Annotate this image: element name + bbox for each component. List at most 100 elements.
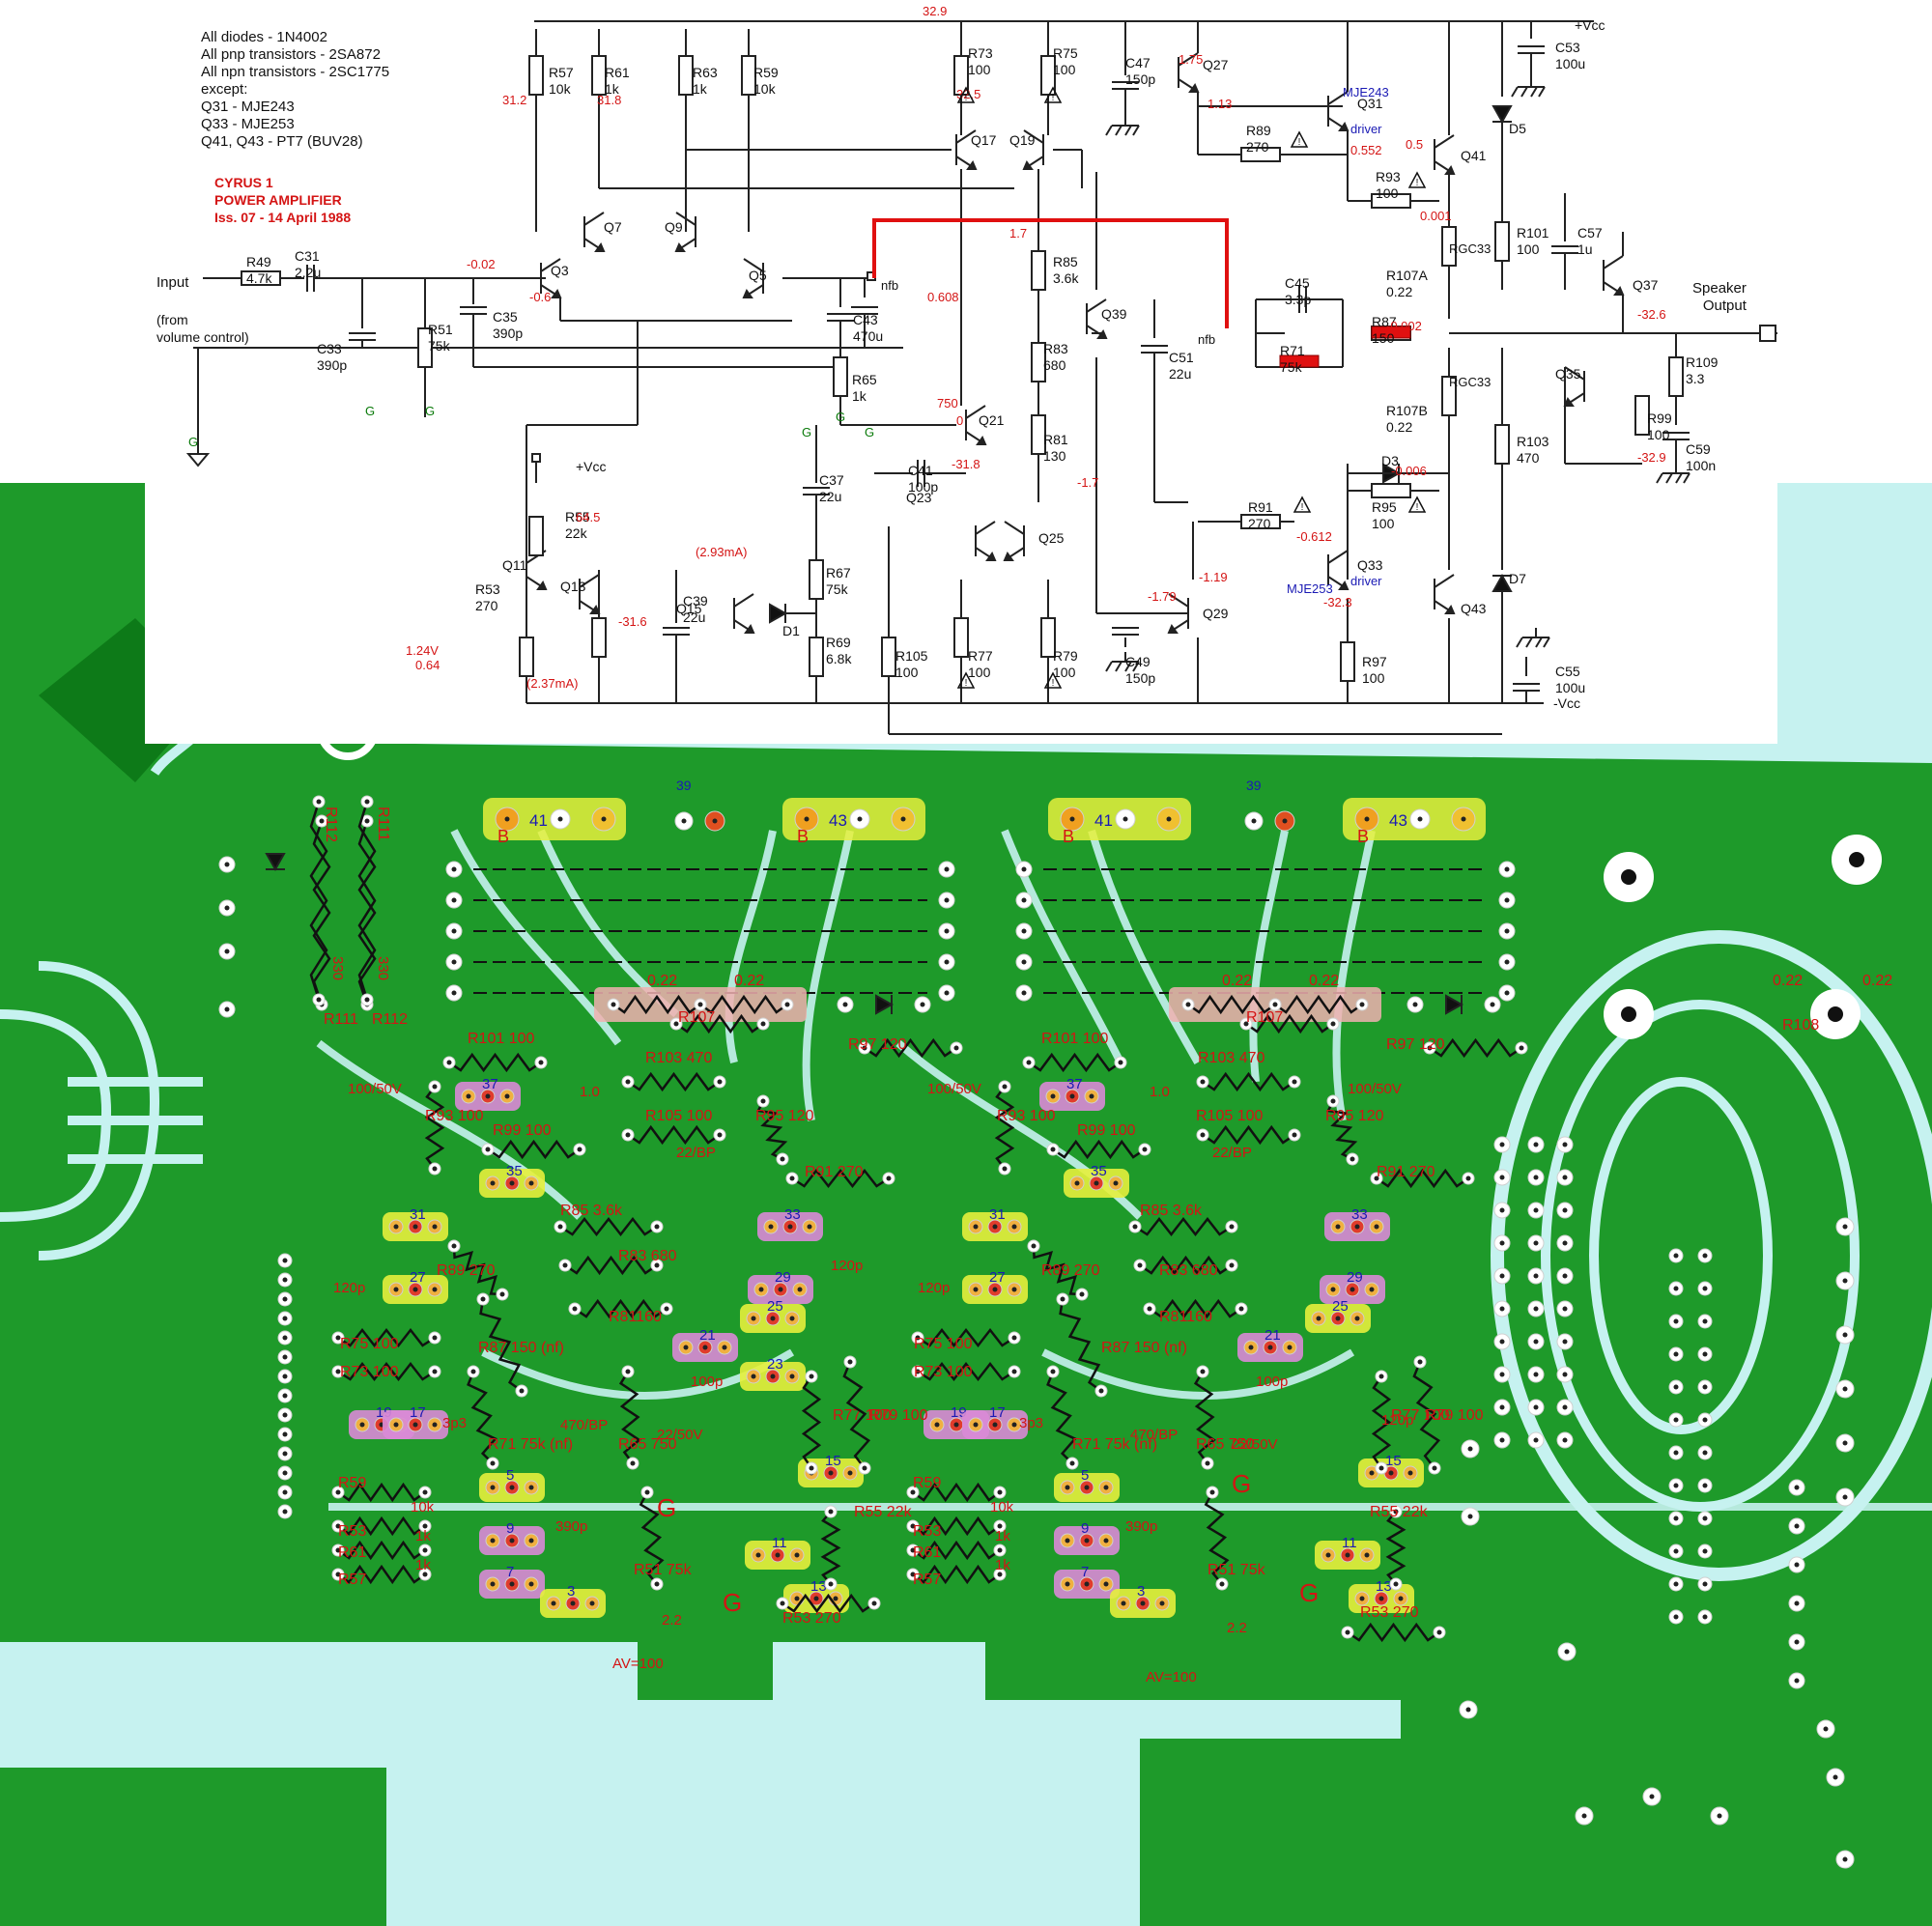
voltage-annotation: -1.7 [1077,475,1098,490]
component-ref: C49 [1125,654,1151,669]
transistor-collector [743,258,764,272]
pcb-resistor-label: R55 22k [854,1504,913,1520]
voltage-annotation: -32.6 [1637,307,1666,322]
pcb-hole [992,1422,998,1428]
pcb-hole [282,1374,288,1379]
voltage-annotation: (2.93mA) [696,545,747,559]
transistor-pad-label: 5 [506,1467,514,1484]
pcb-hole [316,799,322,805]
resistor [833,356,848,397]
pcb-resistor [559,1216,658,1237]
pcb-value-label: 100/50V [1348,1081,1402,1097]
pcb-hole [282,1258,288,1263]
pcb-hole [1499,1207,1505,1213]
pcb-hole [1335,1224,1341,1230]
pcb-hole [509,1538,515,1544]
component-ref: C43 [853,312,878,327]
wire [1105,661,1113,672]
transistor-pad-label: 17 [989,1404,1006,1421]
transistor-pad-label: 3 [1137,1583,1145,1600]
pcb-resistor [467,1371,497,1464]
wire [1124,125,1132,136]
input-note: (from volume control) [156,311,249,346]
pcb-resistor-label: R73 100 [340,1364,399,1380]
pcb-hole [1673,1417,1679,1423]
pcb-resistor-label: R85 3.6k [560,1203,623,1219]
pcb-hole [1272,1002,1278,1007]
pcb-hole [1103,1538,1109,1544]
pcb-hole [1359,1596,1365,1601]
nfb-red-line [872,218,1411,368]
value-330: 330 [375,956,391,980]
pcb-hole [335,1572,341,1577]
note-line: Q31 - MJE243 [201,99,295,115]
pcb-hole [973,1224,979,1230]
component-value: 22k [565,525,588,541]
pcb-hole [1519,1045,1524,1051]
pcb-value-label: 10k [990,1499,1014,1515]
pcb-hole [1021,928,1027,934]
pcb-resistor-label: R97 120 [1386,1036,1445,1053]
pcb-value-label: 22/50V [1232,1436,1278,1453]
pad-number-label: 39 [1246,778,1262,793]
transistor [1327,91,1350,131]
transistor-label: Q21 [979,412,1005,428]
pcb-resistor [357,801,377,1001]
transistor-collector [579,574,600,588]
component-value: 470u [853,328,883,344]
pcb-hole [654,1262,660,1268]
transistor-collector [955,129,977,144]
pcb-hole [1069,816,1075,822]
pcb-hole [1142,1147,1148,1152]
pcb-hole [1229,1262,1235,1268]
input-note-line: (from [156,312,188,327]
component-value: 130 [1043,448,1066,464]
pcb-hole [393,1224,399,1230]
pcb-hole [509,1180,515,1186]
pcb-hole [224,1006,230,1012]
pcb-hole [813,1596,819,1601]
pcb-hole [485,1093,491,1099]
pcb-hole [528,1581,534,1587]
note-line: All pnp transistors - 2SA872 [201,46,381,63]
pcb-hole [1673,1384,1679,1390]
component-value: 100 [1053,62,1076,77]
pcb-hole [1702,1253,1708,1259]
ground-label: G [425,404,435,418]
component-ref: R89 [1246,123,1271,138]
pcb-hole [833,1596,838,1601]
transistor-collector [965,405,986,419]
pcb-hole [1369,1287,1375,1292]
pcb-hole [755,1552,761,1558]
emitter-arrow [594,241,606,252]
pcb-resistor [1376,1168,1469,1189]
pcb-hole [1461,816,1466,822]
pcb-hole [1490,1002,1495,1007]
transistor-label: Q33 [1357,557,1383,573]
pcb-hole [1702,1351,1708,1357]
pcb-resistor-label: R87 150 (nf) [1101,1340,1187,1356]
pcb-hole [466,1093,471,1099]
pcb-resistor [1326,1100,1358,1161]
pcb-hole [1011,1335,1017,1341]
pcb-resistor [1371,1375,1392,1469]
note-line: All diodes - 1N4002 [201,29,327,45]
pcb-hole [842,1002,848,1007]
component-value: 100 [1517,241,1540,257]
pcb-hole [490,1538,496,1544]
pcb-hole [1794,1678,1800,1684]
pcb-hole [412,1224,418,1230]
wire [1516,637,1523,648]
pcb-resistor [337,1540,426,1561]
pcb-resistor-label: R103 470 [645,1050,712,1066]
pcb-hole [1118,1060,1123,1065]
pcb-hole [282,1277,288,1283]
transistor [674,212,696,252]
pcb-hole [1084,1581,1090,1587]
pcb-resistor-label: R89 270 [1041,1262,1100,1279]
component-value: 2.2u [295,265,321,280]
pcb-hole [1504,990,1510,996]
pcb-hole [1702,1483,1708,1488]
transistor-label: Q3 [551,263,569,278]
